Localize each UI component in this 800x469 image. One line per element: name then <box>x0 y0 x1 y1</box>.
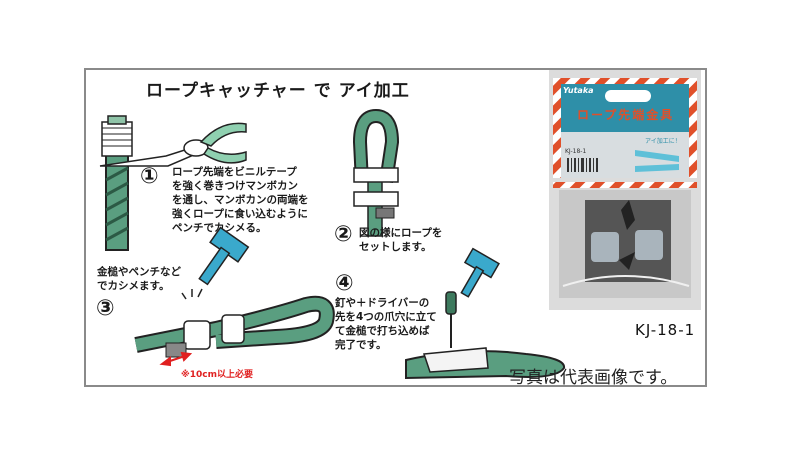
model-number: KJ-18-1 <box>635 321 696 339</box>
rope-pliers-illustration <box>99 115 247 251</box>
package-model-code: KJ-18-1 <box>565 148 587 155</box>
rope-loop-illustration <box>352 108 400 237</box>
step-4-number: ④ <box>335 271 354 296</box>
hammer-icon <box>198 226 250 286</box>
step-4-text: 釘や＋ドライバーの 先を4つの爪穴に立て て金槌で打ち込めば 完了です。 <box>335 297 437 351</box>
representative-image-caption: 写真は代表画像です。 <box>509 368 678 388</box>
step-2-number: ② <box>334 222 353 247</box>
instruction-panel: ロープキャッチャー で アイ加工 ① ロープ先端をビニルテープ を強く巻きつけマ… <box>84 68 707 388</box>
package-brand: Yutaka <box>563 86 594 95</box>
package-sub-label: アイ加工に！ <box>645 138 681 145</box>
step-1-text: ロープ先端をビニルテープ を強く巻きつけマンボカン を通し、マンボカンの両端を … <box>172 166 309 234</box>
nail-hammer-illustration <box>405 247 566 380</box>
page-title: ロープキャッチャー で アイ加工 <box>146 81 410 101</box>
step-1-number: ① <box>140 164 159 189</box>
package-label: ロープ先端金具 <box>577 108 675 122</box>
step-2-text: 図の様にロープを セットします。 <box>359 227 443 253</box>
rope-eye-crimp-illustration <box>134 288 335 367</box>
length-note: ※10cm以上必要 <box>181 370 253 380</box>
step-3-number: ③ <box>96 296 115 321</box>
product-package-photo: Yutaka ロープ先端金具 アイ加工に！ KJ-18-1 <box>549 70 701 310</box>
step-3-text: 金槌やペンチなど でカシメます。 <box>97 266 181 292</box>
